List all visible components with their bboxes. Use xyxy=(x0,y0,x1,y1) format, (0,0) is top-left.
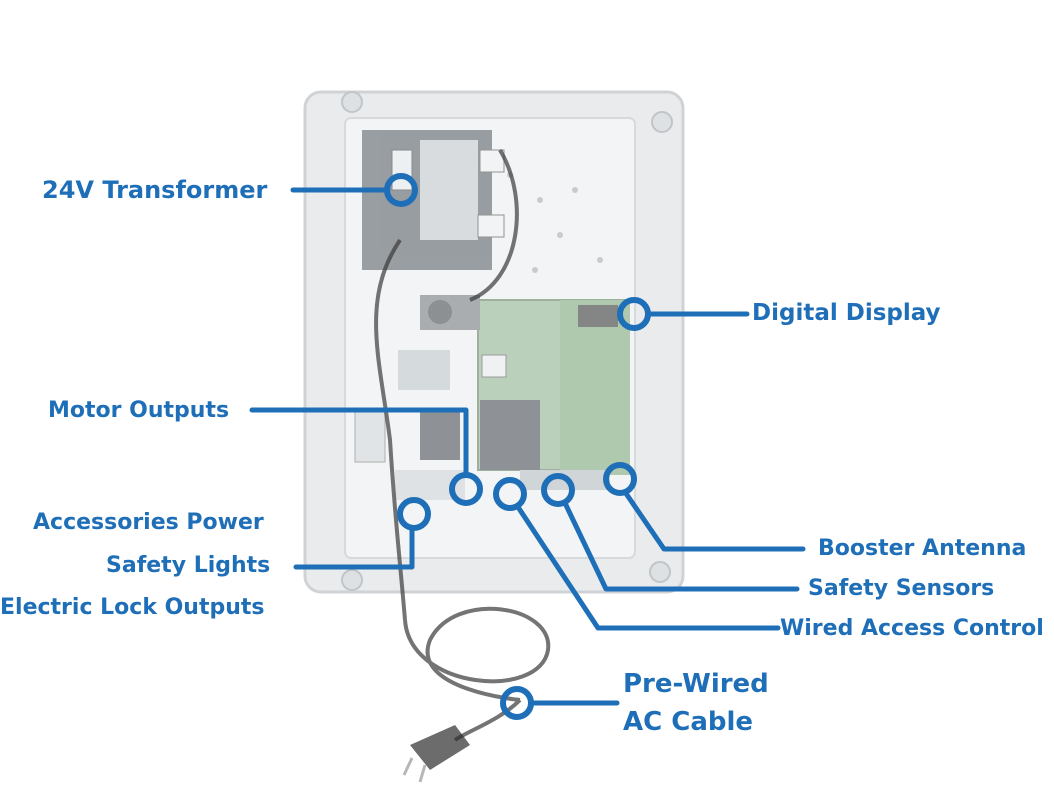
marker-digital-display xyxy=(617,297,651,331)
label-motor-outputs: Motor Outputs xyxy=(48,398,230,423)
callout-lines xyxy=(249,187,806,706)
label-safety-lights: Safety Lights xyxy=(106,553,271,578)
label-accessories-power: Accessories Power xyxy=(33,510,264,535)
callout-markers xyxy=(384,173,651,720)
marker-safety-sensors xyxy=(541,473,575,507)
label-digital-display: Digital Display xyxy=(752,300,941,326)
label-ac-cable-line1: Pre-Wired xyxy=(623,669,769,699)
marker-transformer xyxy=(384,173,418,207)
marker-power-lights-lock xyxy=(397,497,431,531)
marker-wired-access xyxy=(493,477,527,511)
label-wired-access-control: Wired Access Control xyxy=(780,616,1044,641)
circuit-board xyxy=(354,295,630,500)
label-transformer: 24V Transformer xyxy=(42,176,268,204)
marker-motor-outputs xyxy=(449,472,483,506)
transformer-block xyxy=(362,130,505,270)
plug xyxy=(402,725,470,783)
marker-booster-antenna xyxy=(603,462,637,496)
label-safety-sensors: Safety Sensors xyxy=(808,576,995,601)
marker-ac-cable xyxy=(500,686,534,720)
label-ac-cable-line2: AC Cable xyxy=(623,707,754,737)
label-electric-lock-outputs: Electric Lock Outputs xyxy=(0,595,265,620)
label-booster-antenna: Booster Antenna xyxy=(818,536,1027,561)
